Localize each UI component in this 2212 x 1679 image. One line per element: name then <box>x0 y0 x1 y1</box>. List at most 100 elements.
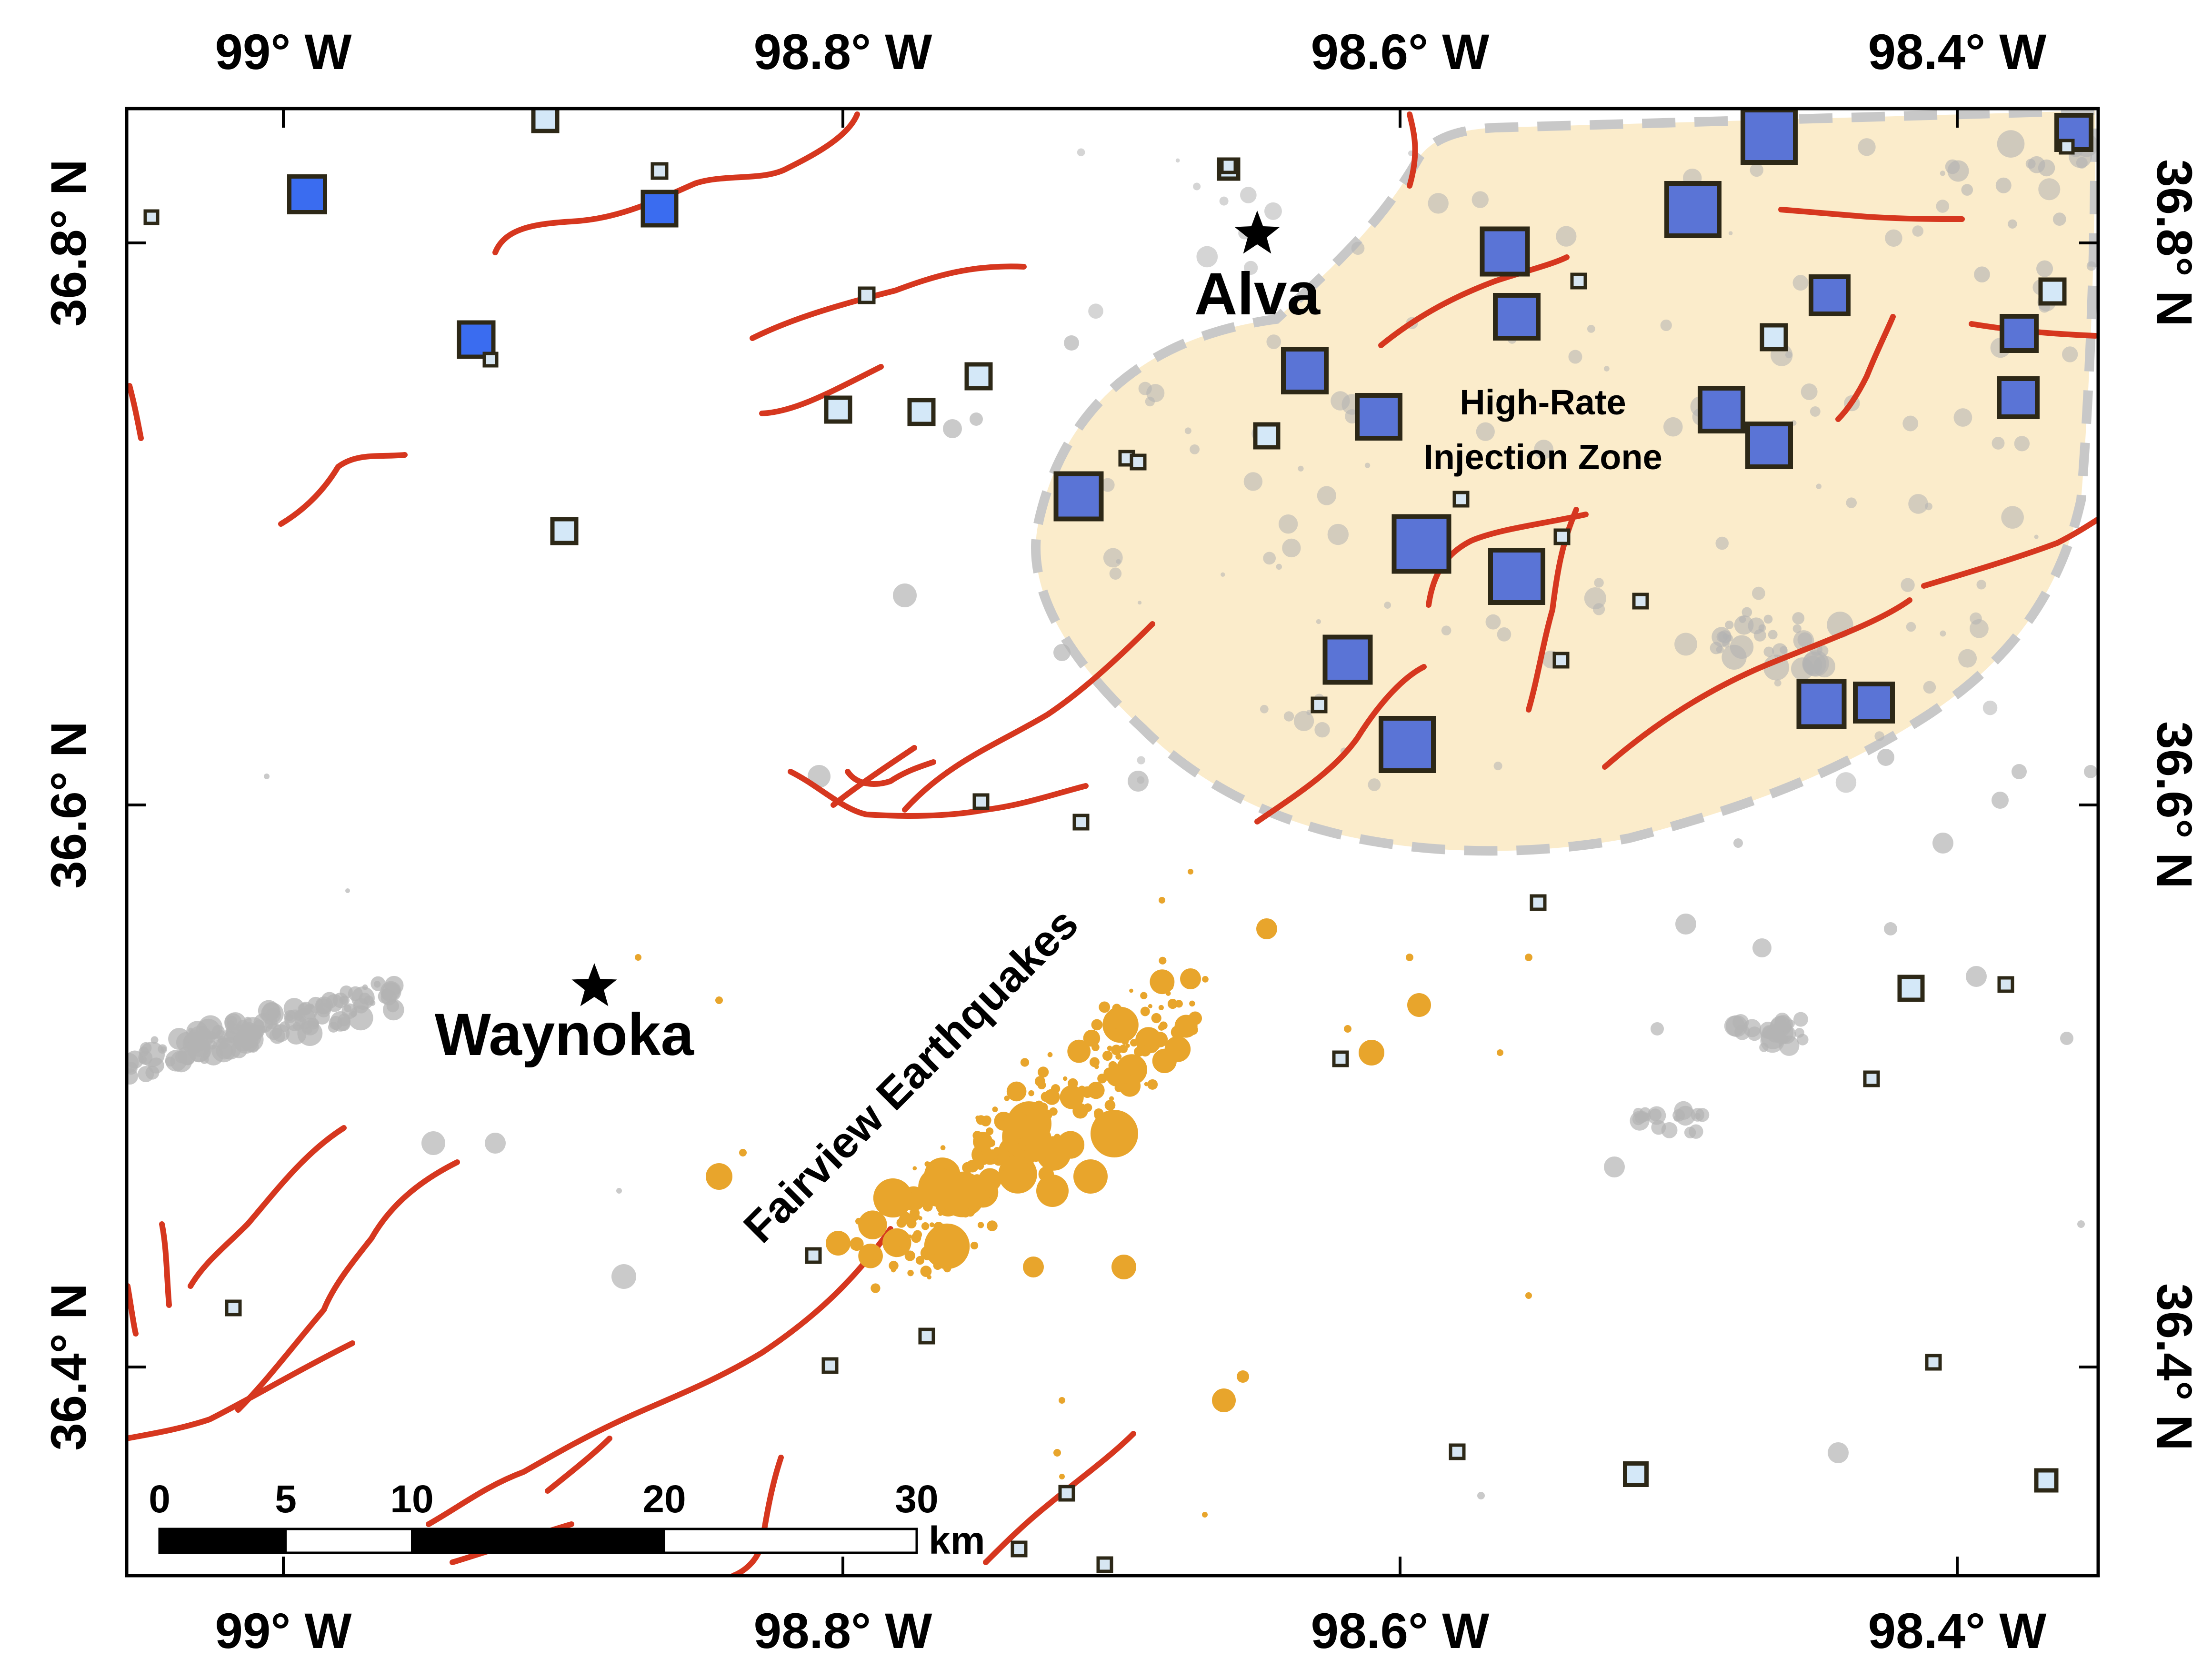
earthquake-marker <box>1534 440 1554 459</box>
fairview-earthquake-marker <box>1092 1058 1099 1064</box>
earthquake-marker <box>1794 1028 1804 1038</box>
injection-well-marker <box>1311 696 1328 714</box>
earthquake-marker <box>1724 1015 1745 1036</box>
fairview-earthquakes <box>635 869 1532 1518</box>
earthquake-marker <box>1912 225 1924 237</box>
scale-tick-30: 30 <box>895 1478 938 1521</box>
earthquake-marker <box>1763 646 1774 657</box>
injection-well-marker <box>1664 181 1722 238</box>
fairview-earthquake-marker <box>1029 1174 1037 1182</box>
fairview-earthquake-marker <box>1109 1096 1114 1101</box>
earthquake-marker <box>1958 649 1977 668</box>
fairview-earthquake-marker <box>898 1238 909 1248</box>
fairview-earthquake-marker <box>907 1269 914 1277</box>
earthquake-marker <box>1109 567 1122 580</box>
earthquake-marker <box>1663 417 1683 437</box>
earthquake-marker <box>1184 427 1191 434</box>
earthquake-marker <box>1485 614 1501 630</box>
earthquake-marker <box>1772 643 1788 659</box>
earthquake-marker <box>1263 552 1276 565</box>
earthquake-marker <box>1493 762 1502 771</box>
earthquake-marker <box>1351 241 1365 255</box>
earthquake-marker <box>1674 633 1697 656</box>
fault-trace <box>127 1283 139 1337</box>
fairview-earthquake-marker <box>918 1167 958 1207</box>
injection-well-marker <box>143 209 160 225</box>
lon-label-bottom-98-6: 98.6° W <box>1311 1603 1490 1659</box>
earthquake-marker <box>2086 261 2096 271</box>
injection-well-marker <box>1322 634 1373 685</box>
earthquake-marker <box>1982 700 1998 715</box>
earthquake-marker <box>1283 711 1294 722</box>
earthquake-marker <box>1974 266 1990 283</box>
scale-tick-0: 0 <box>149 1478 170 1521</box>
earthquake-marker <box>145 1066 160 1080</box>
fault-trace <box>1778 207 1965 222</box>
injection-well-marker <box>1220 157 1237 174</box>
fairview-earthquake-marker <box>1108 1061 1117 1070</box>
earthquake-marker <box>1293 711 1314 732</box>
earthquake-marker <box>1282 538 1301 558</box>
injection-well-marker <box>1053 471 1104 522</box>
fairview-earthquake-marker <box>977 1222 984 1228</box>
fairview-earthquake-marker <box>973 1132 993 1152</box>
fairview-earthquake-marker <box>989 1195 993 1199</box>
fairview-earthquake-marker <box>929 1222 934 1227</box>
earthquake-marker <box>1835 772 1857 793</box>
fault-trace <box>1378 254 1570 348</box>
fault-trace <box>235 1159 460 1413</box>
fairview-earthquake-marker <box>873 1178 913 1218</box>
fairview-earthquake-marker <box>1525 954 1532 961</box>
injection-well-marker <box>550 517 579 545</box>
fairview-earthquake-marker <box>1094 1064 1099 1069</box>
fault-trace <box>545 1436 612 1494</box>
fairview-earthquake-marker <box>1165 991 1171 996</box>
fairview-earthquake-marker <box>940 1145 946 1150</box>
fairview-earthquake-marker <box>1175 1000 1183 1008</box>
fairview-earthquake-marker <box>1133 1054 1139 1059</box>
injection-well-marker <box>964 362 993 391</box>
fairview-earthquake-marker <box>885 1237 890 1243</box>
fairview-earthquake-marker <box>1407 993 1431 1017</box>
earthquake-marker <box>286 1014 294 1022</box>
fairview-earthquake-marker <box>858 1210 887 1239</box>
fairview-earthquake-marker <box>871 1283 881 1293</box>
fairview-earthquake-marker <box>993 1158 998 1164</box>
earthquake-marker <box>1077 148 1085 157</box>
fairview-earthquake-marker <box>924 1223 970 1269</box>
earthquake-marker <box>1219 196 1229 206</box>
lon-label-bottom-98-8: 98.8° W <box>754 1603 932 1659</box>
earthquake-marker <box>421 1131 445 1155</box>
earthquake-marker <box>1733 838 1743 848</box>
fairview-earthquake-marker <box>901 1212 911 1222</box>
earthquake-marker <box>1940 630 1946 637</box>
lon-label-top-99: 99° W <box>215 24 351 80</box>
injection-well-marker <box>1863 1070 1880 1087</box>
scale-bar: 0 5 10 20 30 km <box>149 1478 985 1562</box>
fairview-earthquake-marker <box>906 1218 917 1229</box>
earthquake-marker <box>2077 1220 2085 1228</box>
injection-well-marker <box>1760 323 1788 352</box>
fairview-earthquake-marker <box>1151 1013 1161 1024</box>
earthquake-marker <box>1276 563 1282 570</box>
earthquake-marker <box>1970 612 1982 625</box>
earthquake-marker <box>301 1017 319 1036</box>
earthquake-marker <box>316 1003 331 1017</box>
fairview-earthquake-marker <box>908 1234 912 1239</box>
fairview-earthquake-marker <box>1038 1066 1049 1078</box>
earthquake-marker <box>1101 478 1115 492</box>
earthquake-marker <box>1088 303 1103 319</box>
earthquake-marker <box>611 1264 636 1289</box>
fairview-earthquake-marker <box>1406 954 1413 961</box>
fairview-earthquake-marker <box>1039 1110 1047 1118</box>
fault-trace <box>188 1125 347 1289</box>
fairview-earthquake-marker <box>1091 1043 1100 1051</box>
fairview-earthquake-marker <box>868 1249 879 1260</box>
earthquake-marker <box>1116 559 1121 564</box>
fairview-earthquake-marker <box>1159 897 1165 904</box>
earthquake-marker <box>386 999 400 1013</box>
injection-well-marker <box>1632 593 1649 610</box>
waynoka-label: Waynoka <box>435 1002 695 1068</box>
earthquake-marker <box>1128 771 1149 792</box>
earthquake-marker <box>1774 679 1782 687</box>
